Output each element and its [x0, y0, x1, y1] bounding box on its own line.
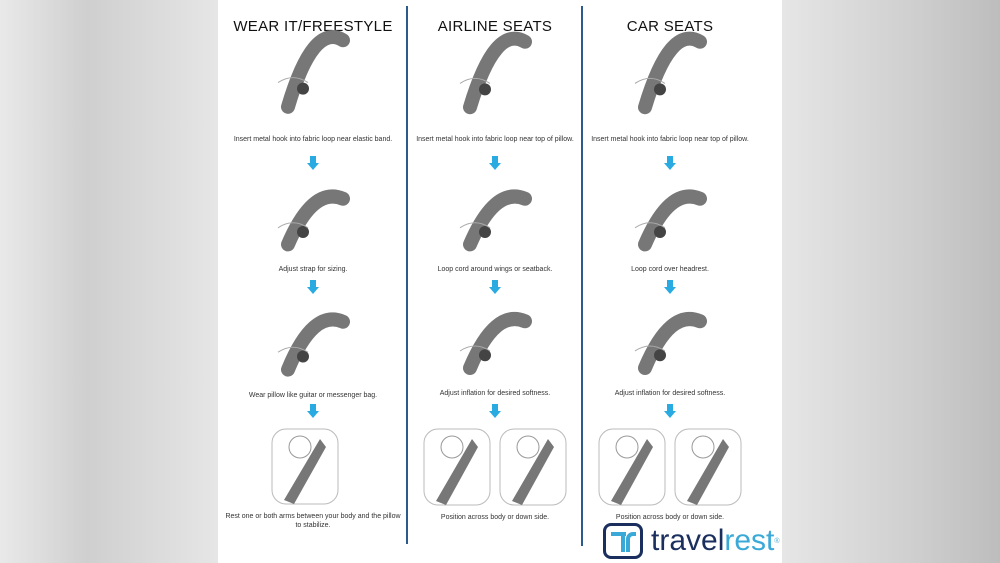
step-illustration: [423, 428, 567, 506]
step-caption: Position across body or down side.: [615, 514, 725, 521]
column-airline-seats: AIRLINE SEATS Insert metal hook into fabr…: [410, 0, 580, 563]
column-wear-it: WEAR IT/FREESTYLE Insert metal hook into …: [222, 0, 404, 563]
step-caption: Wear pillow like guitar or messenger bag…: [248, 392, 378, 399]
down-arrow-icon: [664, 156, 676, 170]
step-caption: Insert metal hook into fabric loop near …: [416, 136, 574, 143]
step-caption: Insert metal hook into fabric loop near …: [233, 136, 393, 143]
step-illustration: [459, 189, 532, 252]
brand-travel: travel: [651, 524, 725, 557]
step-illustration: [634, 31, 707, 115]
down-arrow-icon: [307, 404, 319, 418]
step-illustration: [277, 312, 350, 377]
down-arrow-icon: [664, 280, 676, 294]
step-caption: Loop cord around wings or seatback.: [437, 266, 553, 273]
trademark: ®: [774, 537, 780, 545]
step-caption: Adjust strap for sizing.: [278, 266, 348, 273]
column-title: WEAR IT/FREESTYLE: [233, 18, 393, 35]
step-illustration: [271, 428, 339, 505]
column-car-seats: CAR SEATS Insert metal hook into fabric l…: [585, 0, 755, 563]
logo-mark-icon: [603, 523, 643, 559]
step-caption: Loop cord over headrest.: [631, 266, 709, 273]
step-illustration: [634, 312, 707, 375]
step-caption: Rest one or both arms between your body …: [225, 513, 401, 529]
step-illustration: [459, 31, 532, 115]
step-illustration: [277, 30, 350, 114]
step-illustration: [459, 312, 532, 375]
brand-rest: rest: [724, 524, 775, 557]
step-illustration: [634, 189, 707, 252]
down-arrow-icon: [489, 404, 501, 418]
step-caption: Adjust inflation for desired softness.: [614, 390, 726, 397]
step-caption: Position across body or down side.: [440, 514, 550, 521]
column-title: AIRLINE SEATS: [437, 18, 553, 35]
step-caption: Insert metal hook into fabric loop near …: [591, 136, 749, 143]
down-arrow-icon: [664, 404, 676, 418]
down-arrow-icon: [307, 156, 319, 170]
down-arrow-icon: [489, 280, 501, 294]
step-caption: Adjust inflation for desired softness.: [439, 390, 551, 397]
step-illustration: [277, 189, 350, 252]
blurred-background-left: [0, 0, 218, 563]
column-title: CAR SEATS: [626, 18, 714, 35]
column-divider: [406, 6, 408, 544]
down-arrow-icon: [489, 156, 501, 170]
step-illustration: [598, 428, 742, 506]
column-divider: [581, 6, 583, 546]
down-arrow-icon: [307, 280, 319, 294]
blurred-background-right: [782, 0, 1000, 563]
